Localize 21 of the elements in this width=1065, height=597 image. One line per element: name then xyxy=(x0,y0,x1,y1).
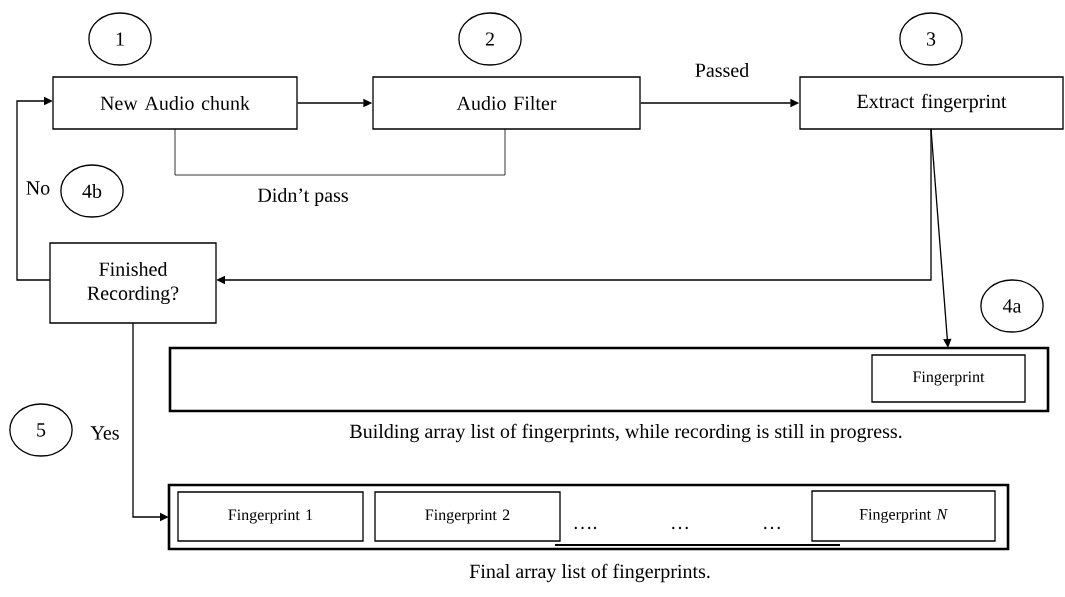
ellipsis-text: … xyxy=(672,526,688,530)
edge-label: Didn’t pass xyxy=(256,186,350,208)
arrow xyxy=(16,96,53,281)
ellipsis-text: … xyxy=(764,526,780,530)
process-box: Audio Filter xyxy=(372,76,641,130)
edge-label: Passed xyxy=(693,61,751,79)
array-box xyxy=(167,483,1010,551)
caption-text: Final array list of fingerprints. xyxy=(469,563,710,583)
arrow xyxy=(930,128,952,348)
edge-label: Yes xyxy=(89,425,121,441)
process-box: New Audio chunk xyxy=(52,76,298,130)
caption-text: Building array list of fingerprints, while recording is still in progress. xyxy=(349,423,902,443)
process-box: Extract fingerprint xyxy=(799,76,1064,130)
process-box: Fingerprint xyxy=(871,354,1026,403)
process-box: Fingerprint N xyxy=(811,490,996,542)
process-box: Fingerprint 1 xyxy=(177,491,364,542)
edge-label: No xyxy=(24,180,52,196)
array-box xyxy=(168,346,1050,413)
process-box: Fingerprint 2 xyxy=(374,491,561,542)
arrow xyxy=(216,128,932,285)
process-box: Finished Recording? xyxy=(49,242,217,324)
